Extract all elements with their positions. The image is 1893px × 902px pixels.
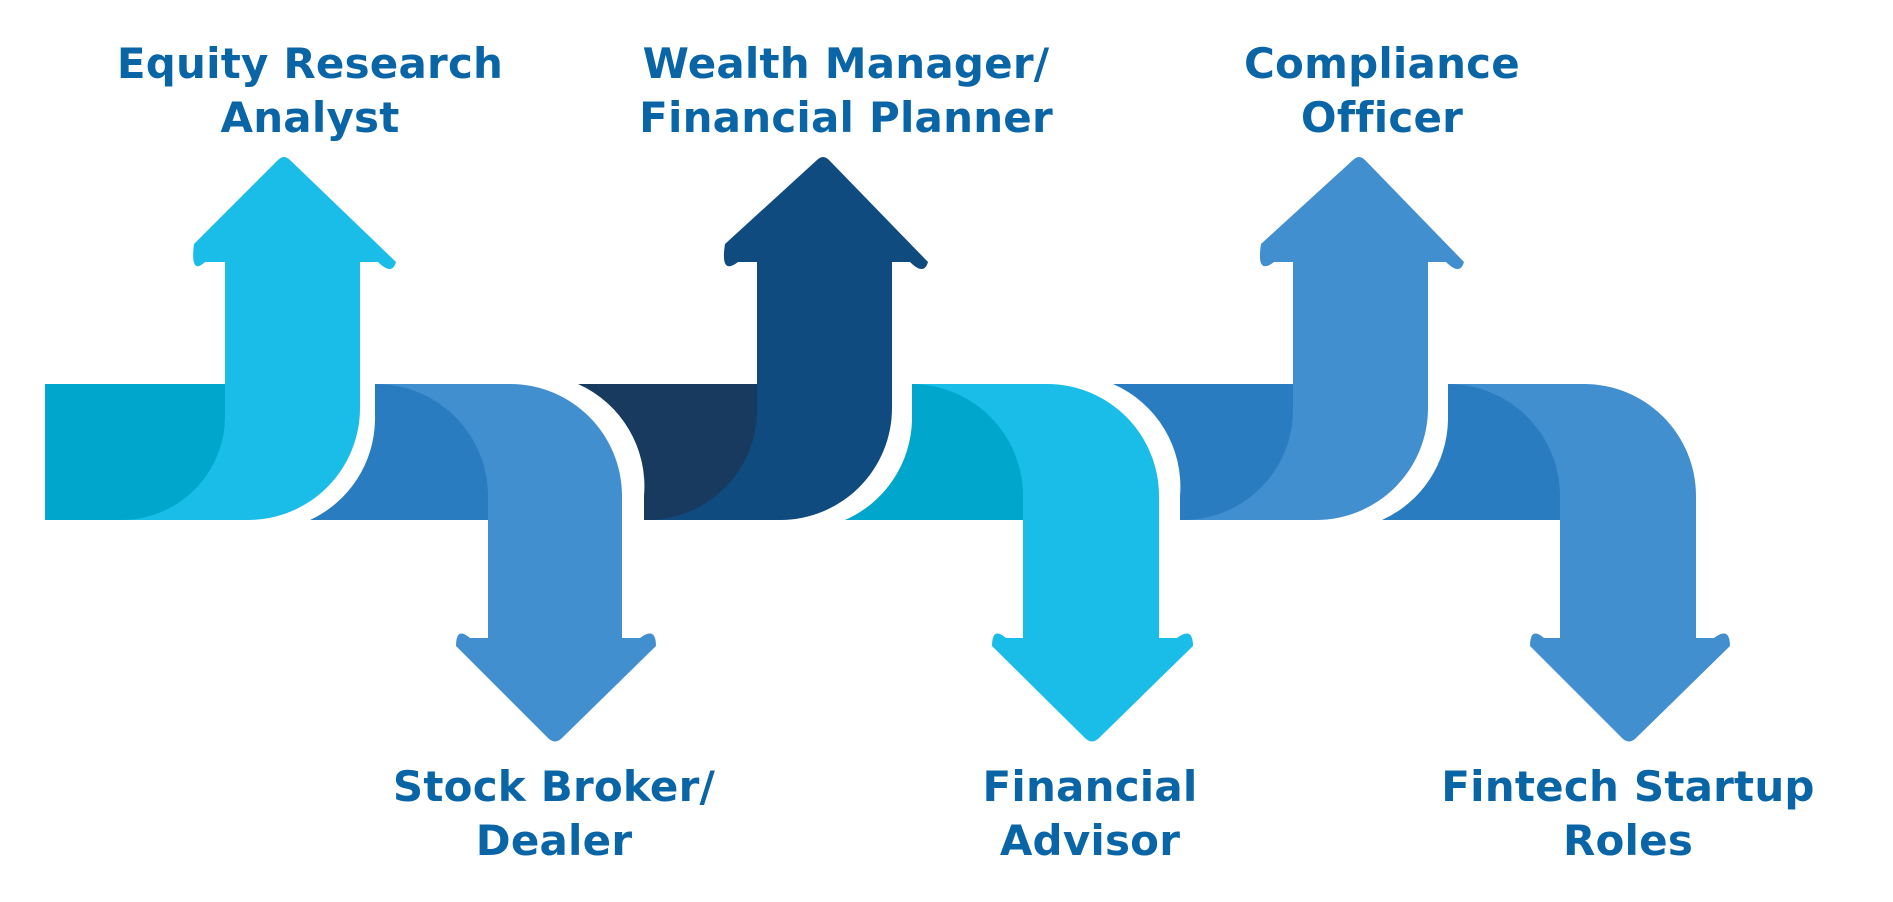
arrow-bar-shade [578, 384, 757, 520]
role-label-line: Roles [1562, 816, 1694, 865]
arrow-body [1180, 157, 1464, 520]
role-label-line: Officer [1300, 93, 1464, 142]
role-label-line: Stock Broker/ [392, 762, 716, 811]
arrow-bar-tail [118, 414, 226, 521]
role-label-equity-research-analyst: Equity Research Analyst [80, 37, 540, 145]
arrow-body [644, 157, 928, 520]
role-label-line: Wealth Manager/ [642, 39, 1050, 88]
role-label-financial-advisor: Financial Advisor [860, 760, 1320, 868]
role-label-compliance-officer: Compliance Officer [1152, 37, 1612, 145]
role-label-fintech-startup-roles: Fintech Startup Roles [1398, 760, 1858, 868]
role-label-line: Compliance [1244, 39, 1520, 88]
arrow-up-icon [578, 157, 928, 520]
arrow-bar-shade [1113, 384, 1293, 520]
arrow-body [375, 384, 656, 742]
arrow-bar-shade [1382, 384, 1560, 520]
arrow-down-icon [845, 384, 1193, 742]
arrow-body [193, 157, 396, 520]
role-label-line: Financial Planner [639, 93, 1053, 142]
role-label-line: Dealer [475, 816, 633, 865]
role-label-line: Financial [982, 762, 1198, 811]
role-label-line: Equity Research [116, 39, 504, 88]
arrow-body [912, 384, 1193, 742]
arrow-down-icon [310, 384, 656, 742]
arrow-body [1448, 384, 1730, 742]
role-label-line: Analyst [220, 93, 400, 142]
arrow-group [45, 157, 1730, 742]
role-label-line: Advisor [999, 816, 1181, 865]
role-label-line: Fintech Startup [1441, 762, 1815, 811]
arrow-up-icon [1113, 157, 1464, 520]
arrow-bar-shade [845, 384, 1023, 520]
arrow-up-icon [45, 157, 396, 521]
arrow-bar-shade [310, 384, 488, 520]
arrow-down-icon [1382, 384, 1730, 742]
role-label-stock-broker-dealer: Stock Broker/ Dealer [324, 760, 784, 868]
role-label-wealth-manager-financial-planner: Wealth Manager/ Financial Planner [616, 37, 1076, 145]
